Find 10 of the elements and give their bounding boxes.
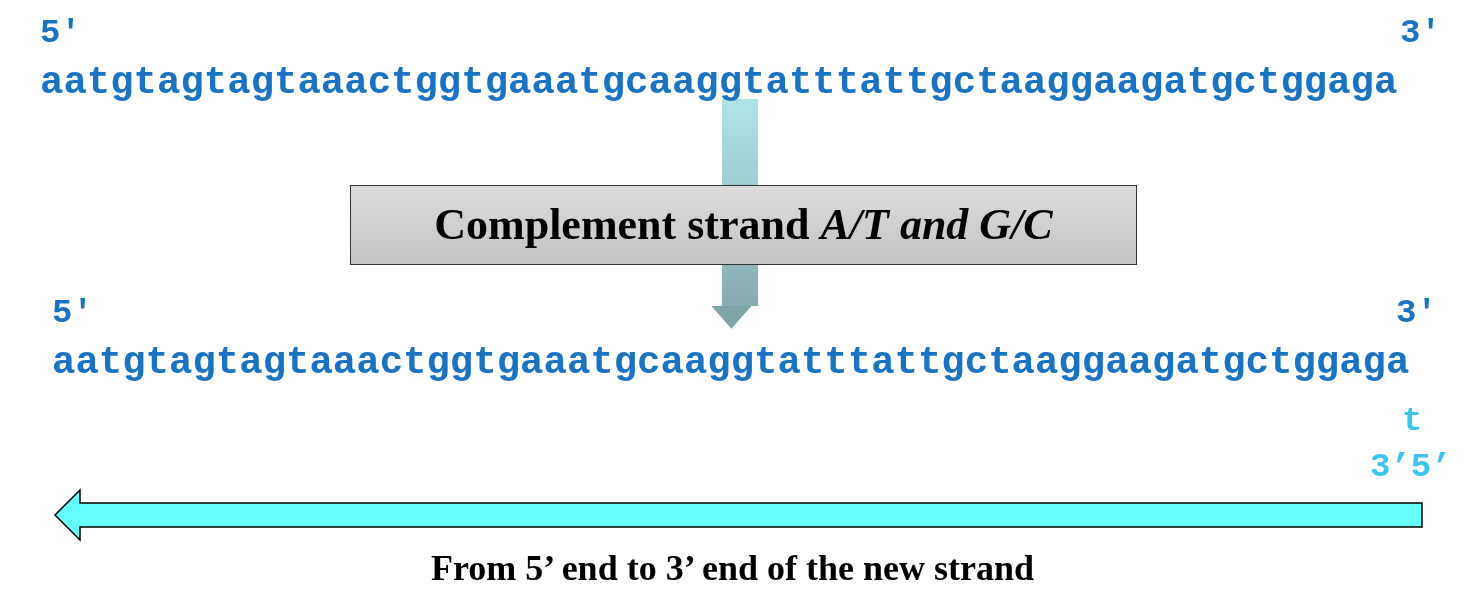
strand-end-label: 5': [40, 16, 81, 50]
dna-sequence: aatgtagtagtaaactggtgaaatgcaaggtatttattgctaaggaagatgctggaga: [52, 344, 1410, 383]
dna-sequence: aatgtagtagtaaactggtgaaatgcaaggtatttattgctaaggaagatgctggaga: [40, 64, 1398, 103]
caption: From 5’ end to 3’ end of the new strand: [431, 548, 1034, 588]
strand-end-label: 3’5’: [1370, 450, 1452, 484]
process-box: Complement strand A/T and G/C: [350, 185, 1137, 265]
strand-end-label: 3': [1396, 296, 1437, 330]
strand-end-label: 5': [52, 296, 93, 330]
strand-end-label: 3': [1400, 16, 1441, 50]
nucleotide-label: t: [1402, 404, 1423, 438]
